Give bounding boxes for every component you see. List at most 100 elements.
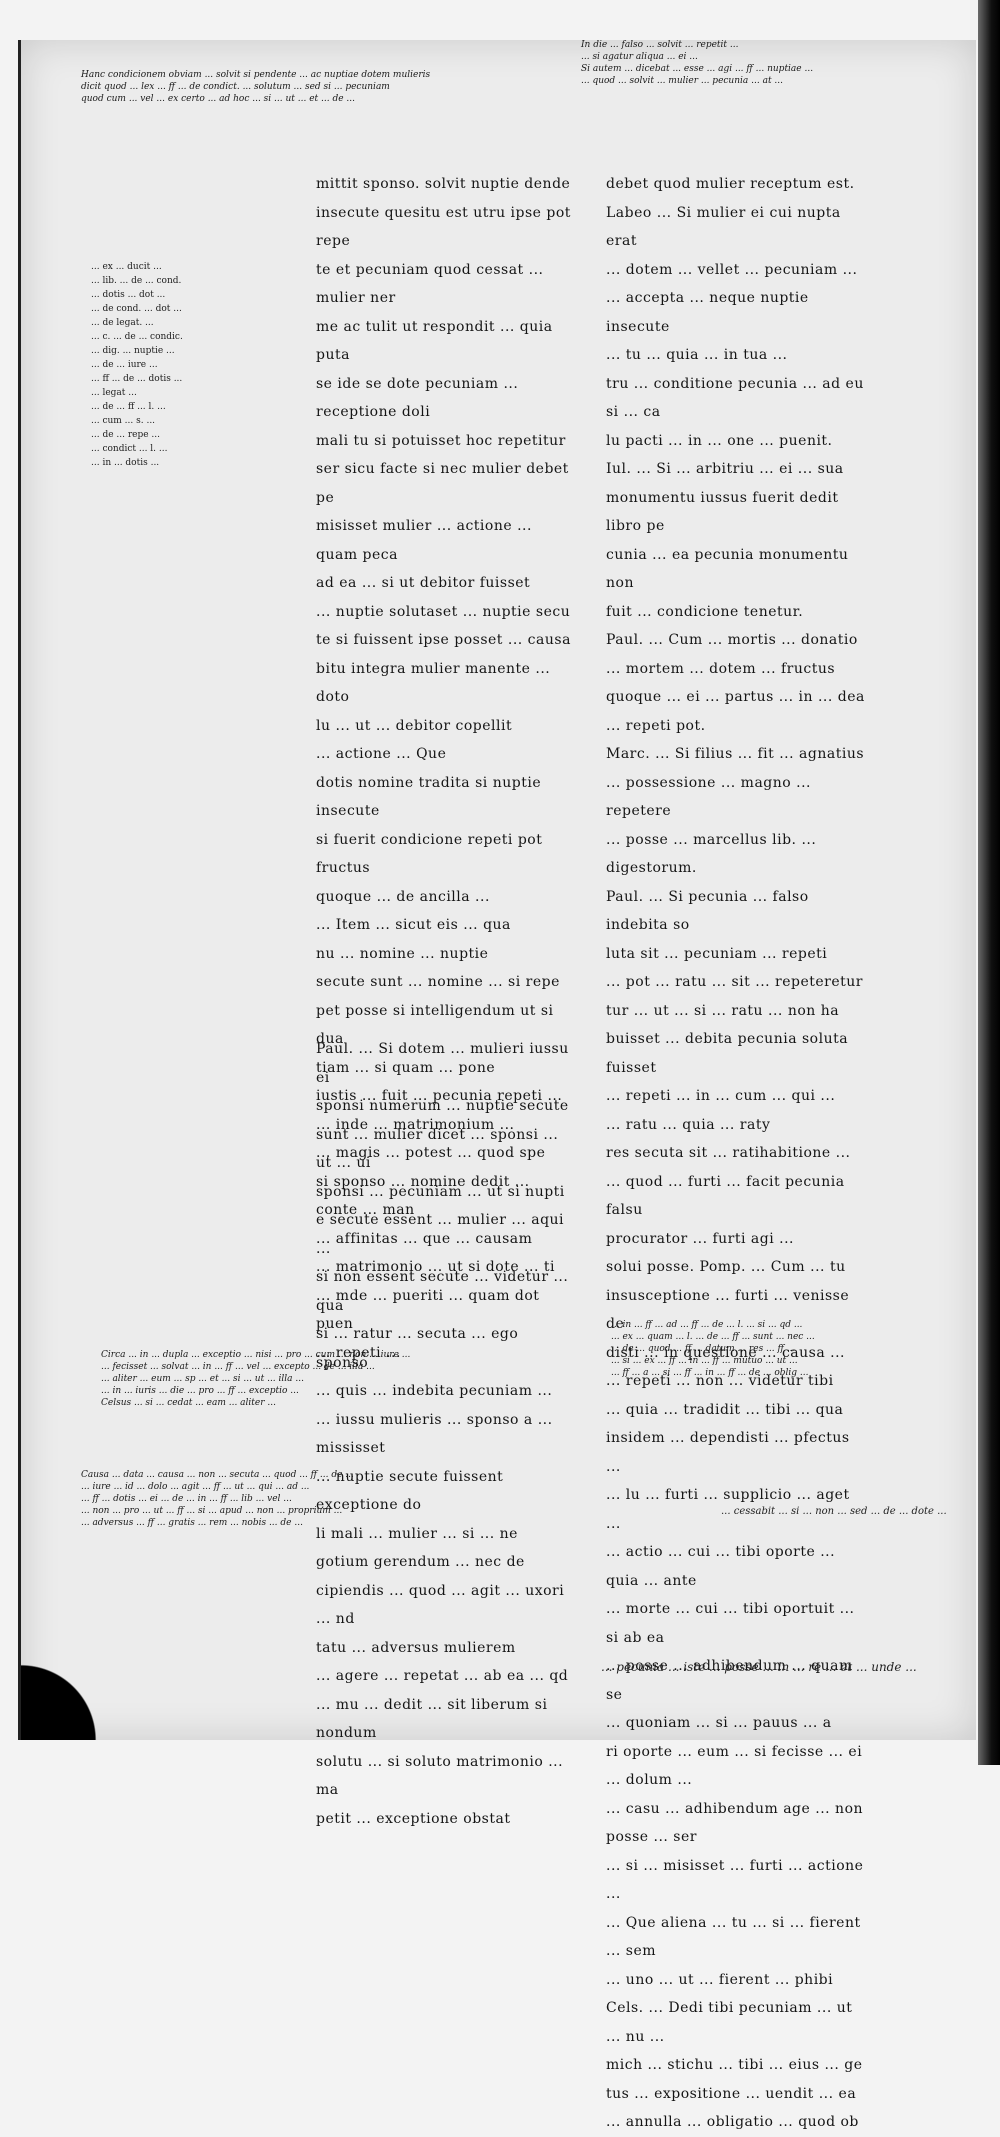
- text-line: ... tu ... quia ... in tua ...: [606, 347, 788, 363]
- text-line: te si fuissent ipse posset ... causa: [316, 632, 571, 648]
- gloss-line: Circa ... in ... dupla ... exceptio ... …: [101, 1350, 411, 1360]
- text-line: si non essent secute ... videtur ... qua: [316, 1269, 569, 1314]
- gloss-line: Causa ... data ... causa ... non ... sec…: [81, 1470, 354, 1480]
- margin-ref: ... dotis ... dot ...: [91, 290, 166, 300]
- manuscript-page: Hanc condicionem obviam ... solvit si pe…: [18, 40, 976, 2130]
- text-line: gotium gerendum ... nec de: [316, 1554, 525, 1570]
- text-line: tiam ... si quam ... pone: [316, 1059, 496, 1076]
- text-line: insidem ... dependisti ... pfectus ...: [606, 1430, 850, 1475]
- text-line: buisset ... debita pecunia soluta fuisse…: [606, 1031, 849, 1076]
- top-gloss-line: dicit quod ... lex ... ff ... de condict…: [81, 82, 390, 92]
- text-line: me ac tulit ut respondit ... quia puta: [316, 318, 553, 364]
- text-line: ... accepta ... neque nuptie insecute: [606, 290, 809, 335]
- text-line: ... quoniam ... si ... pauus ... a: [606, 1715, 832, 1731]
- text-line: ... mu ... dedit ... sit liberum si nond…: [316, 1696, 548, 1742]
- text-line: solutu ... si soluto matrimonio ... ma: [316, 1753, 564, 1799]
- gloss-line: ... de ... quod ... ff ... datum ... res…: [611, 1344, 796, 1354]
- margin-ref: ... c. ... de ... condic.: [91, 332, 183, 342]
- text-line: lu pacti ... in ... one ... puenit.: [606, 432, 833, 449]
- gloss-line: ... ex ... quam ... l. ... de ... ff ...…: [611, 1332, 815, 1342]
- gloss-line: ... fecisset ... solvat ... in ... ff ..…: [101, 1362, 375, 1372]
- margin-ref: ... dig. ... nuptie ...: [91, 346, 175, 356]
- text-line: ... quia ... tradidit ... tibi ... qua: [606, 1401, 844, 1418]
- text-line: ... repeti ... non ... videtur tibi: [606, 1373, 834, 1389]
- text-line: ... quis ... indebita pecuniam ...: [316, 1383, 553, 1399]
- left-margin-references: ... ex ... ducit ... ... lib. ... de ...…: [91, 260, 301, 470]
- bottom-left-gloss: Circa ... in ... dupla ... exceptio ... …: [101, 1350, 571, 1410]
- gloss-line: Celsus ... si ... cedat ... eam ... alit…: [101, 1398, 276, 1408]
- text-line: ... mde ... pueriti ... quam dot puen: [316, 1287, 540, 1333]
- text-line: ... nuptie secute fuissent exceptione do: [316, 1468, 504, 1514]
- text-line: Paul. ... Si pecunia ... falso indebita …: [606, 888, 809, 934]
- text-column-right: debet quod mulier receptum est. Labeo ..…: [606, 170, 866, 2137]
- text-line: fuit ... condicione tenetur.: [606, 603, 804, 620]
- text-line: ... magis ... potest ... quod spe: [316, 1145, 546, 1161]
- text-line: misisset mulier ... actione ... quam pec…: [316, 518, 532, 563]
- text-line: si ... ratur ... secuta ... ego sponso: [316, 1326, 519, 1371]
- text-line: dotis nomine tradita si nuptie insecute: [316, 774, 542, 820]
- text-line: procurator ... furti agi ...: [606, 1230, 795, 1247]
- bottom-signature: ... pecunia ... iste ... posse ... in ..…: [601, 1660, 917, 1674]
- text-line: si sponso ... nomine dedit ... conte ...…: [316, 1173, 530, 1219]
- top-gloss-line: quod cum ... vel ... ex certo ... ad hoc…: [81, 94, 355, 104]
- gloss-line: ... adversus ... ff ... gratis ... rem .…: [81, 1518, 303, 1528]
- margin-ref: ... in ... dotis ...: [91, 458, 160, 468]
- text-line: lu ... ut ... debitor copellit: [316, 717, 513, 734]
- text-line: Paul. ... Cum ... mortis ... donatio: [606, 632, 858, 648]
- text-line: iustis ... fuit ... pecunia repeti ...: [316, 1088, 563, 1104]
- right-gloss-line: Si autem ... dicebat ... esse ... agi ..…: [581, 64, 814, 74]
- text-line: tru ... conditione pecunia ... ad eu si …: [606, 375, 864, 421]
- text-line: ad ea ... si ut debitor fuisset: [316, 575, 531, 591]
- margin-ref: ... de ... ff ... l. ...: [91, 402, 166, 412]
- text-line: pet posse si intelligendum ut si dua: [316, 1002, 554, 1048]
- text-line: ... Que aliena ... tu ... si ... fierent…: [606, 1914, 861, 1960]
- text-line: monumentu iussus fuerit dedit libro pe: [606, 489, 839, 535]
- text-line: ... affinitas ... que ... causam: [316, 1230, 533, 1247]
- text-line: res secuta sit ... ratihabitione ...: [606, 1145, 851, 1161]
- text-line: quoque ... ei ... partus ... in ... dea: [606, 689, 865, 705]
- text-line: insecute quesitu est utru ipse pot repe: [316, 204, 571, 250]
- text-line: ... repeti ...: [316, 1344, 401, 1361]
- text-line: mali tu si potuisset hoc repetitur: [316, 432, 566, 449]
- text-column-left-lower: Paul. ... Si dotem ... mulieri iussu ei …: [316, 1035, 571, 1833]
- text-line: sponsi ... pecuniam ... ut si nupti: [316, 1183, 565, 1200]
- margin-ref: ... ex ... ducit ...: [91, 262, 162, 272]
- text-line: ... agere ... repetat ... ab ea ... qd: [316, 1668, 569, 1684]
- bottom-right-gloss: ... in ... ff ... ad ... ff ... de ... l…: [611, 1320, 951, 1380]
- text-line: Marc. ... Si filius ... fit ... agnatius: [606, 746, 865, 762]
- text-line: luta sit ... pecuniam ... repeti: [606, 945, 828, 962]
- text-line: insusceptione ... furti ... venisse de: [606, 1287, 850, 1333]
- margin-ref: ... de legat. ...: [91, 318, 154, 328]
- text-line: ... matrimonio ... ut si dote ... ti: [316, 1259, 555, 1275]
- text-line: ... actione ... Que: [316, 746, 447, 762]
- right-gloss-line: ... quod ... solvit ... mulier ... pecun…: [581, 76, 783, 86]
- top-gloss: Hanc condicionem obviam ... solvit si pe…: [81, 70, 561, 106]
- text-line: ... pot ... ratu ... sit ... repeteretur: [606, 974, 863, 990]
- right-gloss-line: In die ... falso ... solvit ... repetit …: [581, 40, 739, 50]
- text-line: disti ... in questione ... causa ...: [606, 1344, 845, 1361]
- text-line: ... si ... misisset ... furti ... action…: [606, 1857, 864, 1903]
- text-line: ... annulla ... obligatio ... quod ob: [606, 2114, 859, 2130]
- text-line: ... ratu ... quia ... raty: [606, 1116, 771, 1133]
- text-line: bitu integra mulier manente ... doto: [316, 660, 551, 706]
- text-line: ... posse ... adhibendum ... quam se: [606, 1658, 853, 1703]
- margin-ref: ... de ... repe ...: [91, 430, 160, 440]
- margin-ref: ... cum ... s. ...: [91, 416, 156, 426]
- text-line: e secute essent ... mulier ... aqui ...: [316, 1212, 565, 1257]
- text-line: ... nuptie solutaset ... nuptie secu: [316, 603, 571, 620]
- text-line: ... mortem ... dotem ... fructus: [606, 660, 836, 677]
- text-line: ri oporte ... eum ... si fecisse ... ei …: [606, 1743, 863, 1789]
- gloss-line: ... iure ... id ... dolo ... agit ... ff…: [81, 1482, 310, 1492]
- gloss-line: ... ff ... a ... si ... ff ... in ... ff…: [611, 1368, 809, 1378]
- margin-ref: ... de ... iure ...: [91, 360, 158, 370]
- gloss-line: ... si ... ex ... ff ... in ... ff ... m…: [611, 1356, 798, 1366]
- text-line: ser sicu facte si nec mulier debet pe: [316, 461, 569, 506]
- text-line: tus ... expositione ... uendit ... ea: [606, 2085, 857, 2102]
- text-line: mittit sponso. solvit nuptie dende: [316, 176, 571, 192]
- book-binding-edge: [978, 0, 1000, 1765]
- right-gloss-line: ... si agatur aliqua ... ei ...: [581, 52, 698, 62]
- gloss-line: ... in ... ff ... ad ... ff ... de ... l…: [611, 1320, 803, 1330]
- text-line: ... quod ... furti ... facit pecunia fal…: [606, 1173, 845, 1219]
- text-line: ... iussu mulieris ... sponso a ... miss…: [316, 1411, 553, 1457]
- margin-ref: ... legat ...: [91, 388, 137, 398]
